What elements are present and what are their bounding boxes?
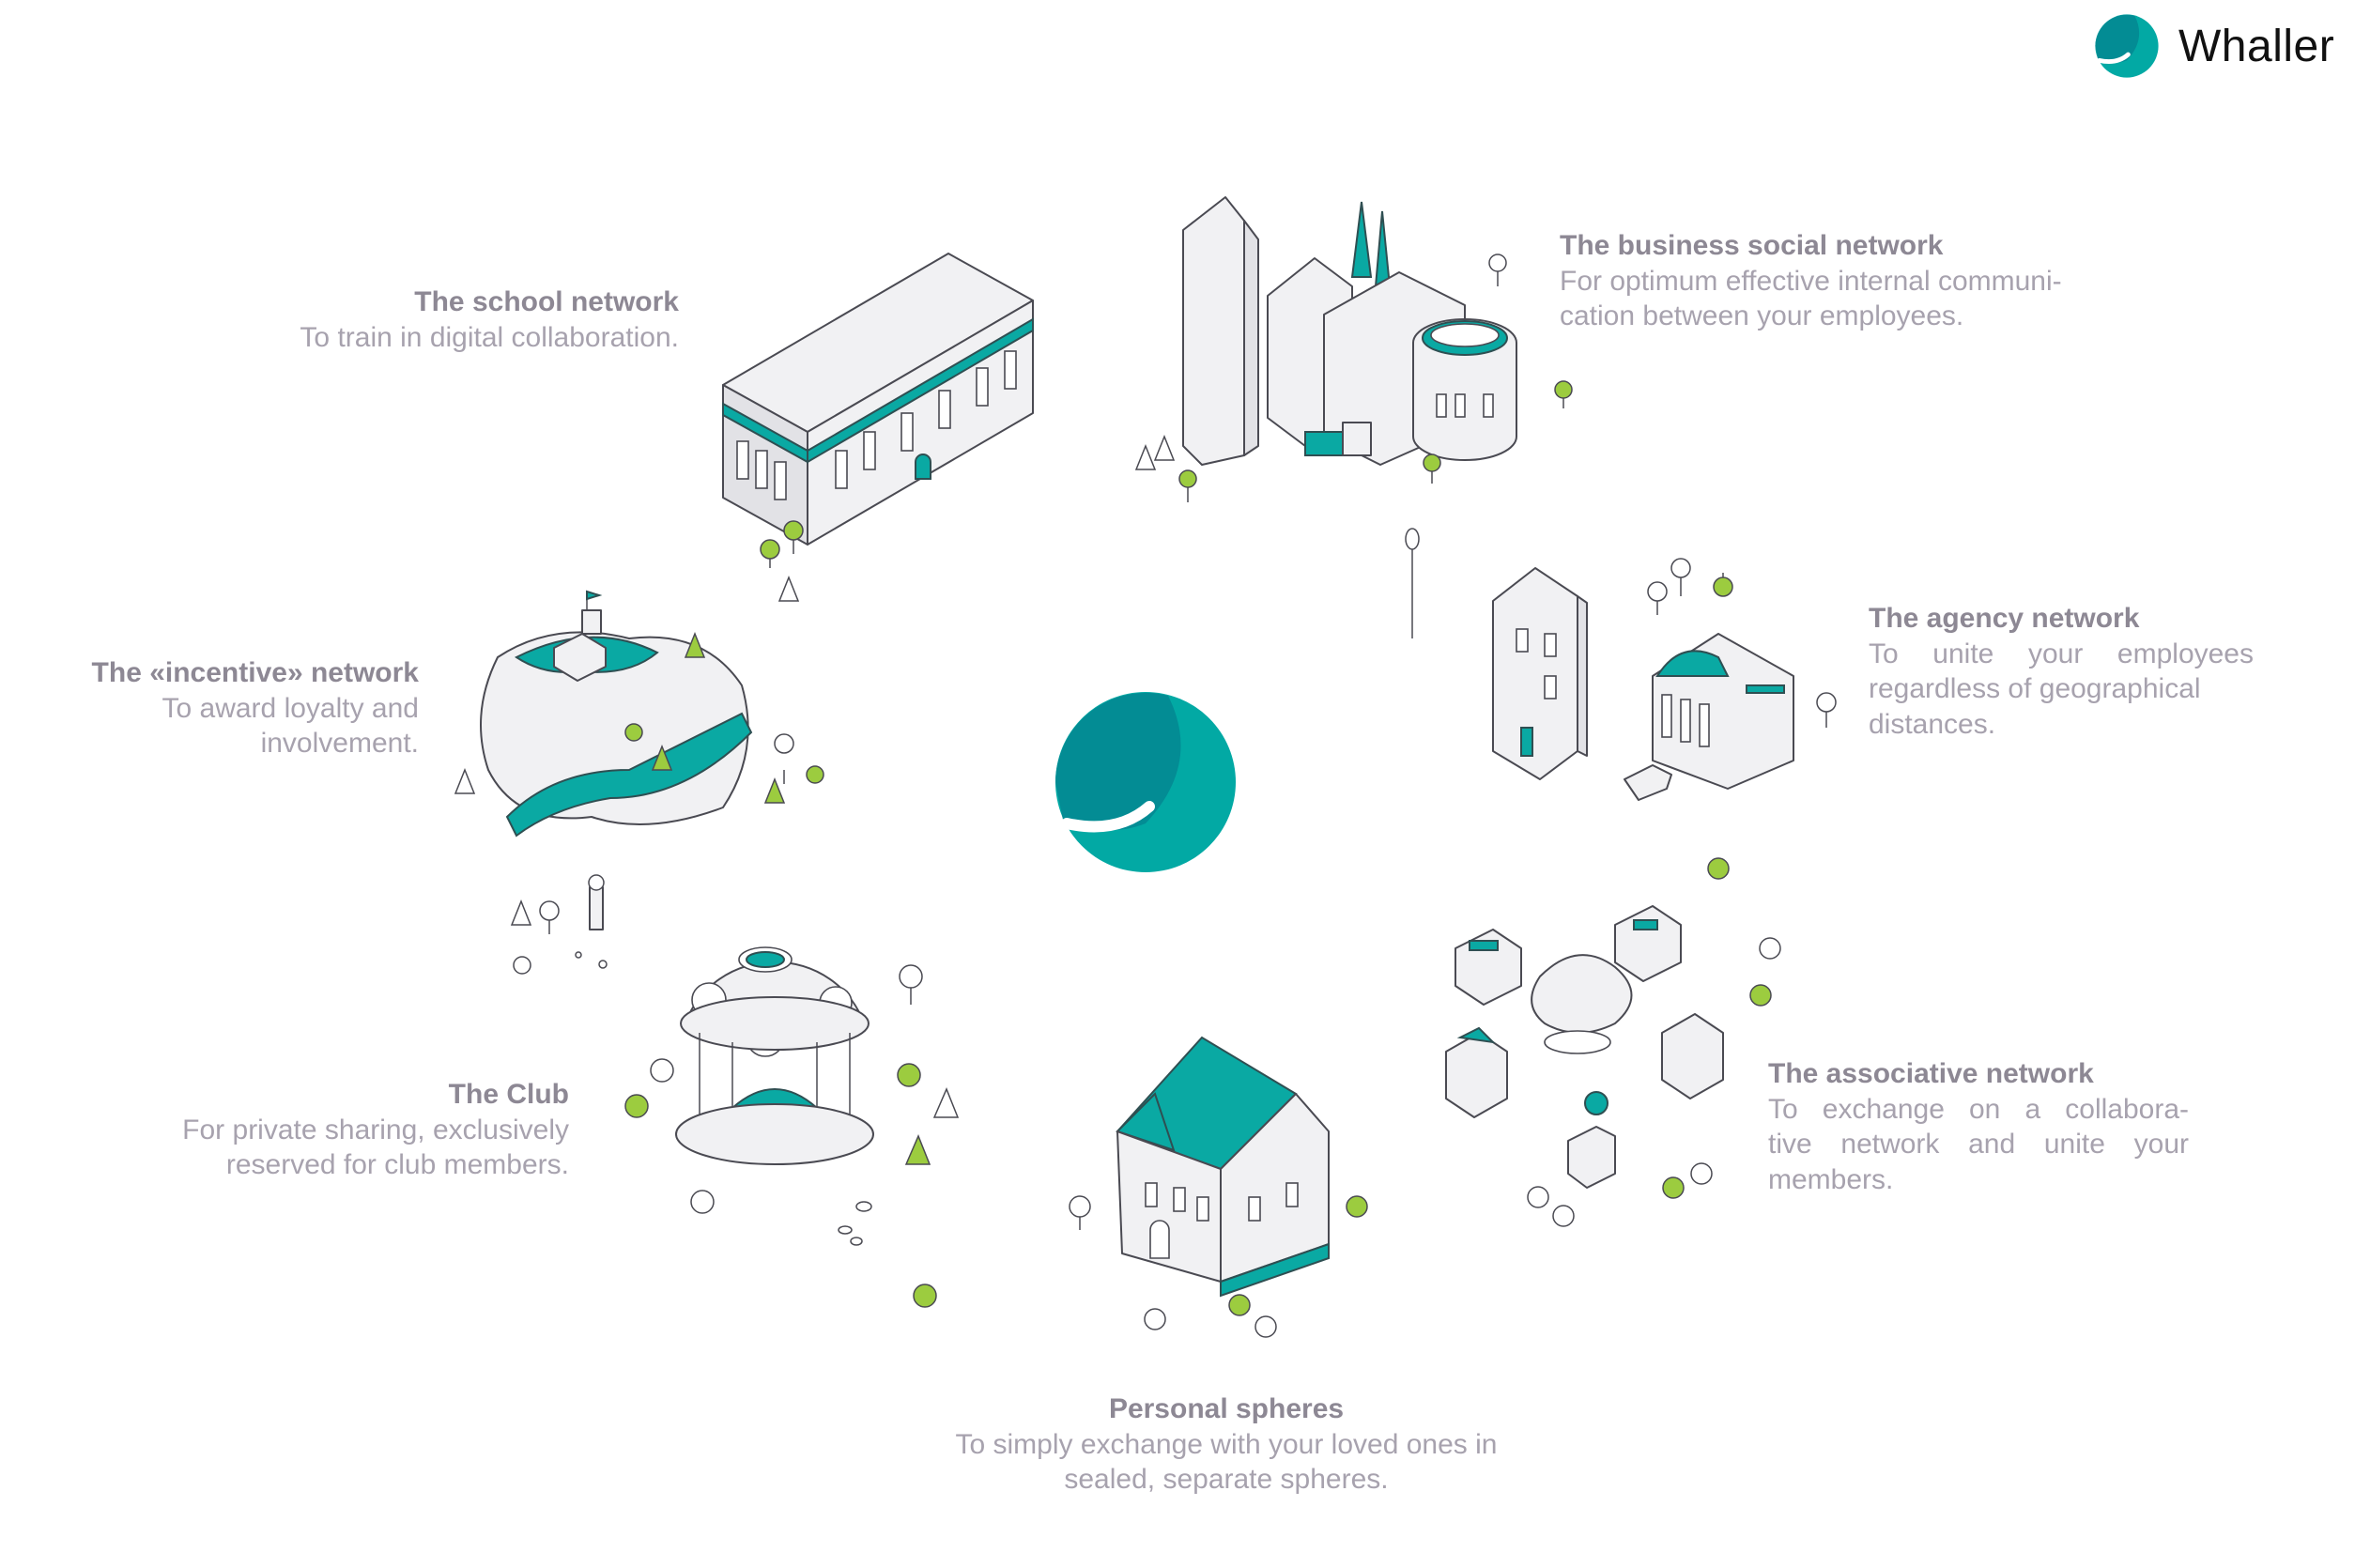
agency-network-desc-line: regardless of geographical [1869, 673, 2201, 704]
incentive-network-title: The «incentive» network [91, 657, 419, 688]
club-network-desc-line: reserved for club members. [225, 1149, 569, 1180]
school-network-text: The school network To train in digital c… [300, 284, 679, 355]
incentive-network-desc-line: involvement. [260, 728, 419, 759]
incentive-network-text: The «incentive» network To award loyalty… [92, 655, 419, 761]
club-network-text: The Club For private sharing, exclusivel… [182, 1077, 569, 1183]
agency-network-title: The agency network [1869, 603, 2140, 634]
park-decor-illustration [510, 874, 608, 975]
associative-network-text: The associative network To exchange on a… [1768, 1056, 2189, 1197]
personal-spheres-desc-line: sealed, separate spheres. [1064, 1464, 1389, 1495]
associative-network-title: The associative network [1768, 1058, 2094, 1089]
center-whaller-logo-icon [1055, 692, 1236, 872]
agency-network-desc-line: To unite your employees [1869, 638, 2254, 669]
business-network-title: The business social network [1560, 230, 1944, 261]
associative-network-desc-line: members. [1768, 1163, 1894, 1195]
agency-offices-illustration [1492, 558, 1837, 801]
associative-network-desc-line: tive network and unite your [1768, 1129, 2189, 1160]
associative-market-illustration [1445, 857, 1781, 1227]
club-gazebo-illustration [624, 946, 960, 1308]
business-network-text: The business social network For optimum … [1560, 228, 2179, 334]
personal-house-illustration [1069, 1036, 1368, 1338]
school-network-title: The school network [414, 286, 679, 317]
club-network-title: The Club [448, 1079, 569, 1110]
school-network-desc: To train in digital collaboration. [300, 321, 679, 353]
personal-spheres-desc-line: To simply exchange with your loved ones … [955, 1428, 1498, 1460]
business-network-desc-line: For optimum effective internal communi- [1560, 265, 2062, 297]
personal-spheres-text: Personal spheres To simply exchange with… [851, 1391, 1602, 1498]
brand-name: Whaller [2178, 21, 2335, 71]
agency-network-desc-line: distances. [1869, 708, 1996, 740]
whaller-logo[interactable]: Whaller [2094, 13, 2334, 79]
incentive-island-illustration [454, 590, 824, 838]
associative-network-desc-line: To exchange on a collabora- [1768, 1093, 2189, 1125]
business-network-desc-line: cation between your employees. [1560, 300, 1964, 331]
personal-spheres-title: Personal spheres [1108, 1393, 1345, 1424]
school-building-illustration [722, 253, 1034, 602]
club-network-desc-line: For private sharing, exclusively [182, 1114, 569, 1145]
agency-network-text: The agency network To unite your employe… [1869, 601, 2254, 742]
lamp-post-illustration [1405, 528, 1420, 638]
whaller-logo-icon [2095, 14, 2159, 78]
incentive-network-desc-line: To award loyalty and [162, 692, 420, 724]
business-district-illustration [1134, 196, 1573, 502]
